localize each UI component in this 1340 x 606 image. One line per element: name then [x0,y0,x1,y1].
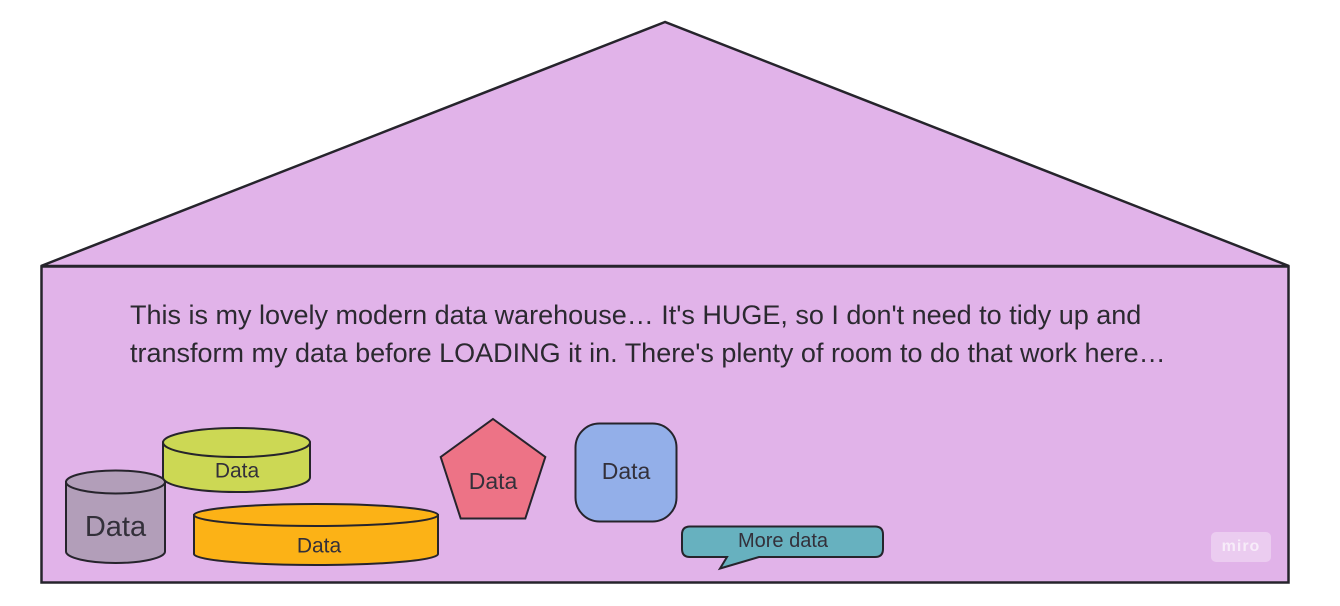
shape-label: Data [215,460,260,483]
miro-watermark: miro [1211,532,1271,562]
red-pentagon[interactable]: Data [439,417,547,520]
cylinder-body[interactable] [193,514,439,566]
shape-label: Data [297,535,342,558]
cylinder-body[interactable] [65,481,166,564]
speech-bubble-shape[interactable] [681,525,884,571]
caption-text: This is my lovely modern data warehouse…… [130,296,1166,372]
pentagon-shape[interactable] [439,417,547,520]
shape-label: More data [738,530,829,552]
cylinder-top[interactable] [193,503,439,527]
orange-cylinder[interactable]: Data [193,503,439,566]
shape-label: Data [602,458,651,484]
cylinder-top[interactable] [162,427,311,458]
cylinder-top[interactable] [65,469,166,495]
house-roof[interactable] [40,20,1290,268]
miro-logo-text: miro [1221,538,1261,555]
warehouse-house[interactable] [40,20,1290,584]
shape-label: Data [469,468,518,494]
green-cylinder[interactable]: Data [162,427,311,493]
caption-line-2: transform my data before LOADING it in. … [130,338,1166,368]
caption-line-1: This is my lovely modern data warehouse…… [130,300,1142,330]
house-body[interactable] [40,265,1290,584]
rounded-square-shape[interactable] [574,422,678,523]
purple-cylinder[interactable]: Data [65,469,166,564]
shape-label: Data [85,511,147,543]
teal-speech-bubble[interactable]: More data [681,525,884,571]
blue-rounded-square[interactable]: Data [574,422,678,523]
